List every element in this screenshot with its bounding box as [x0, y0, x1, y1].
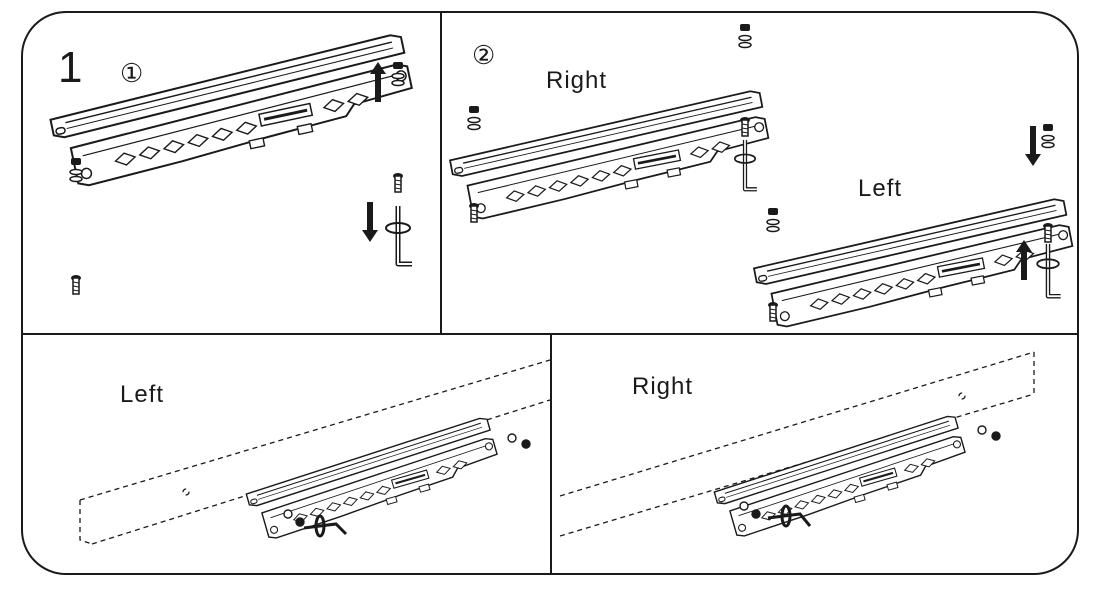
washer-icon — [283, 433, 531, 527]
allen-key-icon — [303, 514, 348, 538]
bolt-screw-icon — [767, 301, 779, 322]
allen-key-icon — [767, 504, 812, 528]
label-right-bottom: Right — [632, 373, 693, 400]
label-right-top: Right — [546, 67, 607, 94]
washer-icon — [739, 425, 1001, 519]
step-number: 1 — [58, 43, 82, 92]
label-left-bottom: Left — [120, 381, 164, 408]
bolt-screw-icon — [1042, 222, 1054, 243]
washer-icon — [467, 105, 481, 131]
bolt-screw-icon — [70, 274, 82, 295]
bolt-screw-icon — [739, 116, 751, 137]
washer-icon — [766, 207, 780, 233]
bolt-screw-icon — [392, 172, 404, 193]
washer-icon — [738, 23, 752, 49]
bolt-screw-icon — [468, 202, 480, 223]
washer-icon — [391, 61, 405, 87]
sub-step-2: ② — [472, 40, 495, 70]
sub-step-1: ① — [120, 58, 143, 88]
washer-icon — [69, 157, 83, 183]
washer-icon — [1041, 123, 1055, 149]
label-left-top: Left — [858, 175, 902, 202]
